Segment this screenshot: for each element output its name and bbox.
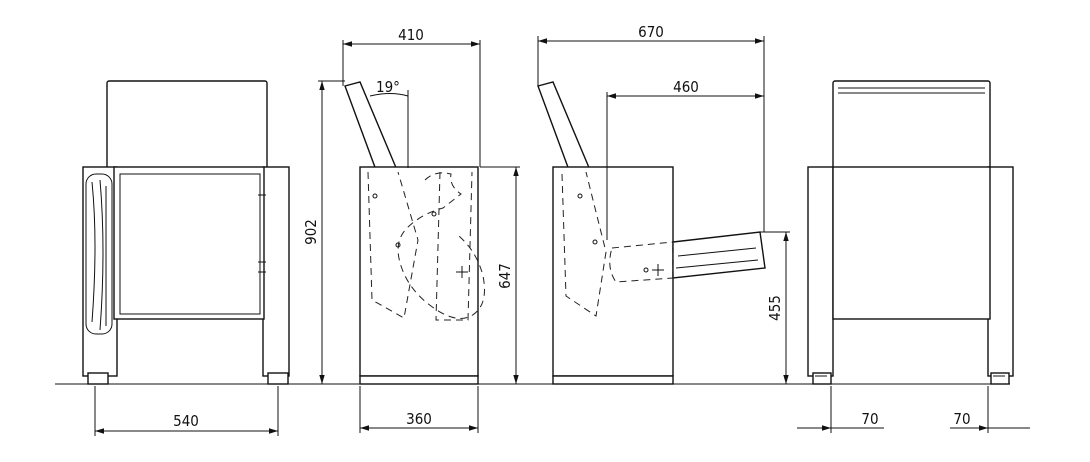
dim-label-647: 647	[496, 263, 514, 289]
side-view-folded	[344, 81, 485, 385]
dim-height-total: 902	[302, 80, 345, 384]
side-view-unfolded	[537, 81, 766, 385]
dim-seat-reach: 460	[606, 78, 764, 240]
dim-seat-height: 455	[760, 231, 790, 384]
dim-label-410: 410	[398, 26, 424, 44]
dim-label-70-right: 70	[953, 410, 970, 428]
dim-label-460: 460	[673, 78, 699, 96]
dim-label-19deg: 19°	[376, 78, 400, 96]
front-view	[82, 80, 290, 385]
dim-label-455: 455	[766, 295, 784, 321]
dim-side-height: 647	[480, 166, 520, 384]
dim-base-width: 360	[359, 386, 479, 433]
dim-front-width: 540	[94, 386, 279, 436]
dim-label-360: 360	[406, 410, 432, 428]
dim-label-902: 902	[302, 219, 320, 245]
dim-depth-unfolded: 670	[537, 23, 765, 232]
dim-label-70-left: 70	[861, 410, 878, 428]
dim-leg-left: 70	[797, 386, 884, 433]
dim-label-540: 540	[173, 412, 199, 430]
dim-depth-folded: 410	[342, 26, 481, 167]
dim-label-670: 670	[638, 23, 664, 41]
back-view	[807, 80, 1014, 385]
dim-leg-right: 70	[950, 386, 1030, 433]
dim-back-angle: 19°	[369, 78, 409, 168]
